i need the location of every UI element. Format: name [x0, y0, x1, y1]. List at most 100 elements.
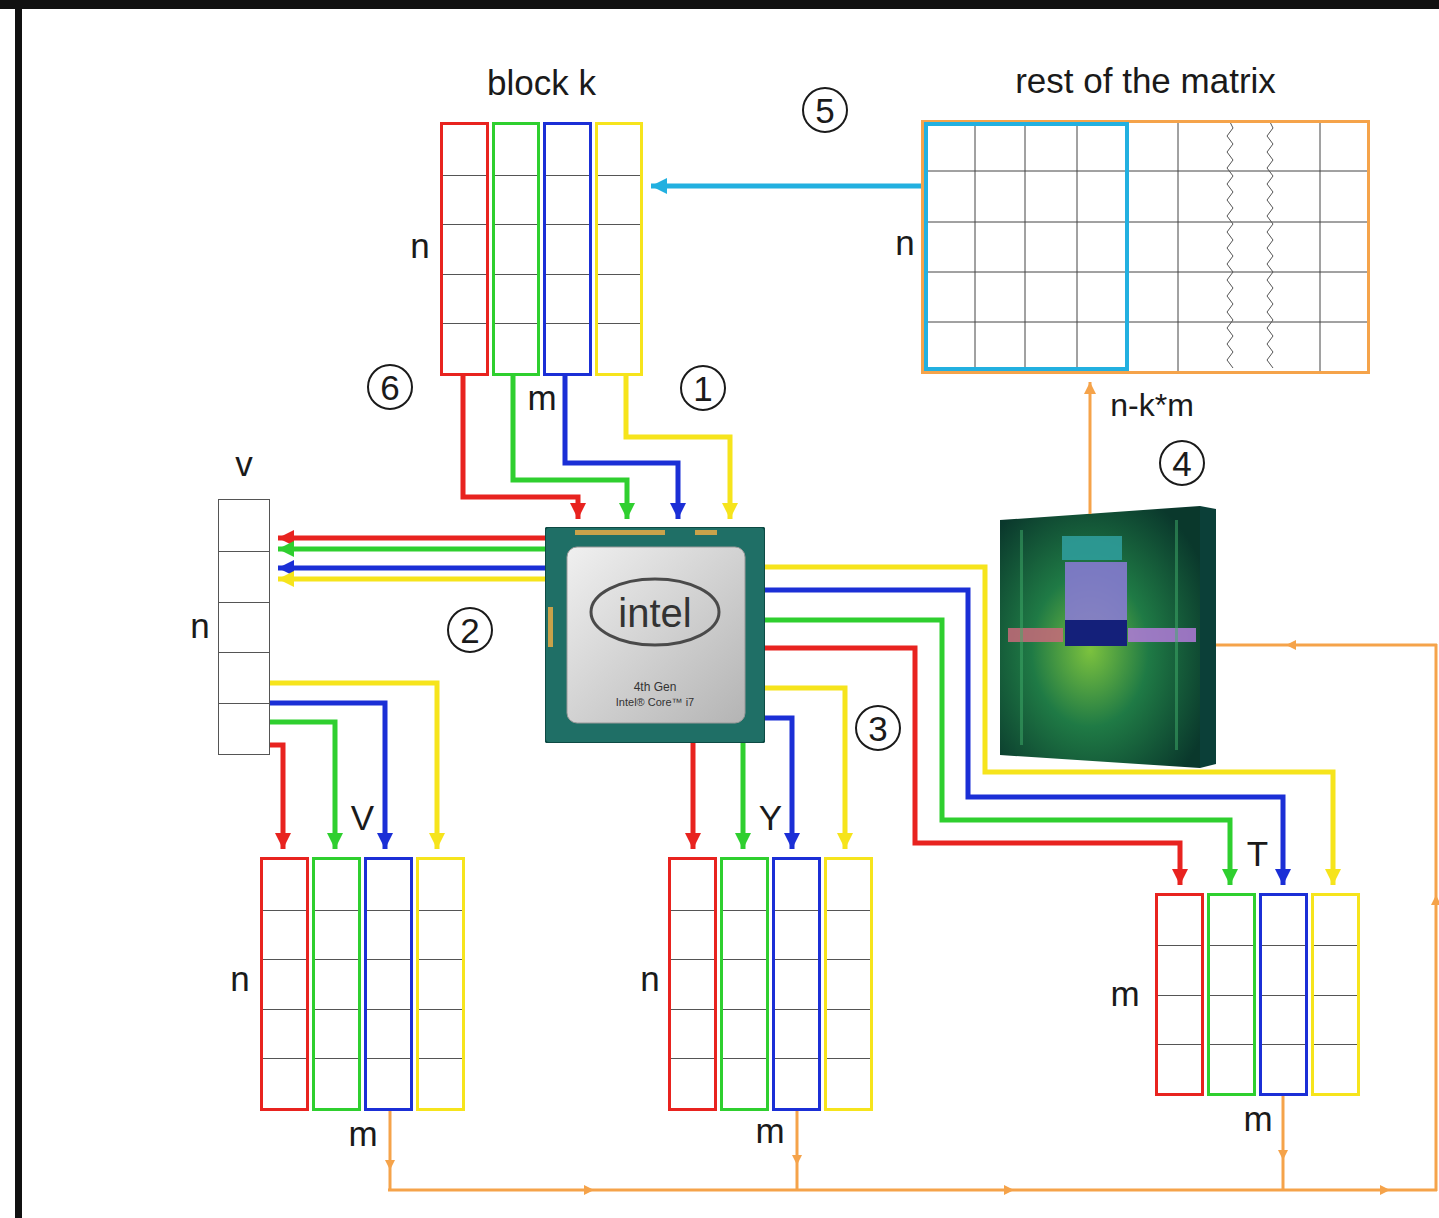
vector-cell-line [219, 652, 269, 653]
callout-number: 1 [680, 365, 726, 411]
matrix-row-line [1210, 1044, 1253, 1045]
connector-arrow [278, 547, 545, 552]
cpu-chip [545, 527, 765, 743]
matrix-row-line [495, 224, 538, 225]
matrix-row-line [443, 274, 486, 275]
brand-logo: intel [618, 593, 691, 633]
matrix-row-line [671, 910, 714, 911]
matrix-row-line [443, 224, 486, 225]
grid-line [923, 171, 1368, 172]
matrix-heading: block k [487, 64, 596, 103]
grid-line [923, 222, 1368, 223]
matrix-row-line [546, 274, 589, 275]
dimension-label: n [410, 228, 429, 263]
matrix-row-line [315, 1009, 358, 1010]
grid-line [923, 272, 1368, 273]
matrix-row-line [775, 959, 818, 960]
gpu-chip [1000, 506, 1200, 768]
matrix-row-line [671, 959, 714, 960]
matrix-box: Y [668, 857, 873, 1111]
matrix-row-line [546, 175, 589, 176]
matrix-row-line [671, 1058, 714, 1059]
flow-tick [584, 1185, 594, 1195]
connector-arrow [270, 722, 335, 849]
matrix-column [440, 122, 489, 376]
dimension-label: n [895, 225, 914, 260]
matrix-column [364, 857, 413, 1111]
matrix-row-line [419, 959, 462, 960]
matrix-box: V [260, 857, 465, 1111]
flow-tick [385, 1160, 395, 1170]
dimension-label: n-k*m [1110, 389, 1194, 421]
matrix-row-line [495, 323, 538, 324]
matrix-box: T [1155, 893, 1360, 1096]
matrix-row-line [1262, 945, 1305, 946]
callout-number: 6 [367, 364, 413, 410]
vector-box: v [218, 499, 270, 755]
matrix-row-line [495, 274, 538, 275]
data-wire [1089, 382, 1092, 514]
matrix-column [260, 857, 309, 1111]
matrix-row-line [367, 959, 410, 960]
matrix-row-line [1314, 1044, 1357, 1045]
matrix-row-line [775, 1009, 818, 1010]
matrix-row-line [263, 1009, 306, 1010]
connector-arrow [278, 536, 545, 541]
dimension-label: m [755, 1113, 784, 1148]
cpu-node: intel 4th GenIntel® Core™ i7 [545, 527, 765, 743]
grid-line [1025, 122, 1026, 372]
matrix-row-line [1210, 995, 1253, 996]
grid-line [1320, 122, 1321, 372]
matrix-row-line [1158, 945, 1201, 946]
current-block [926, 124, 1127, 369]
matrix-row-line [546, 323, 589, 324]
matrix-row-line [1314, 945, 1357, 946]
matrix-box: rest of the matrix [921, 120, 1370, 374]
data-wire [1282, 1096, 1285, 1190]
matrix-row-line [723, 1058, 766, 1059]
matrix-row-line [367, 1009, 410, 1010]
matrix-row-line [443, 175, 486, 176]
callout-number: 2 [447, 607, 493, 653]
dimension-label: m [348, 1116, 377, 1151]
matrix-row-line [443, 323, 486, 324]
matrix-row-line [1262, 995, 1305, 996]
matrix-heading: Y [759, 799, 782, 838]
grid-line [1077, 122, 1078, 372]
dimension-label: n [230, 961, 249, 996]
gpu-block [1062, 536, 1122, 560]
vector-cell-line [219, 551, 269, 552]
chip-text: 4th Gen [634, 681, 677, 693]
logo-swoosh [591, 579, 719, 645]
grid-line [1178, 122, 1179, 372]
dimension-label: m [1243, 1101, 1272, 1136]
matrix-heading: v [235, 445, 253, 484]
matrix-row-line [598, 175, 641, 176]
connector-arrow [270, 745, 283, 849]
matrix-column [492, 122, 541, 376]
matrix-grid [921, 120, 1370, 374]
matrix-row-line [671, 1009, 714, 1010]
grid-line [975, 122, 976, 372]
dimension-label: m [1110, 976, 1139, 1011]
connector-arrow [565, 376, 678, 519]
matrix-row-line [827, 1058, 870, 1059]
vector-cell-line [219, 602, 269, 603]
matrix-row-line [419, 910, 462, 911]
flow-tick [1380, 1185, 1390, 1195]
data-wire [389, 1111, 392, 1190]
matrix-column [824, 857, 873, 1111]
chip-text: Intel® Core™ i7 [616, 697, 694, 708]
matrix-heading: T [1247, 835, 1268, 874]
connector-arrow [741, 743, 746, 849]
connector-arrow [691, 743, 696, 849]
data-wire [388, 1189, 1437, 1192]
matrix-column [543, 122, 592, 376]
frame-border [15, 0, 22, 1218]
matrix-row-line [315, 959, 358, 960]
matrix-row-line [598, 224, 641, 225]
flow-tick [1278, 1150, 1288, 1160]
matrix-column [720, 857, 769, 1111]
matrix-heading: rest of the matrix [1015, 62, 1276, 101]
matrix-column [1311, 893, 1360, 1096]
